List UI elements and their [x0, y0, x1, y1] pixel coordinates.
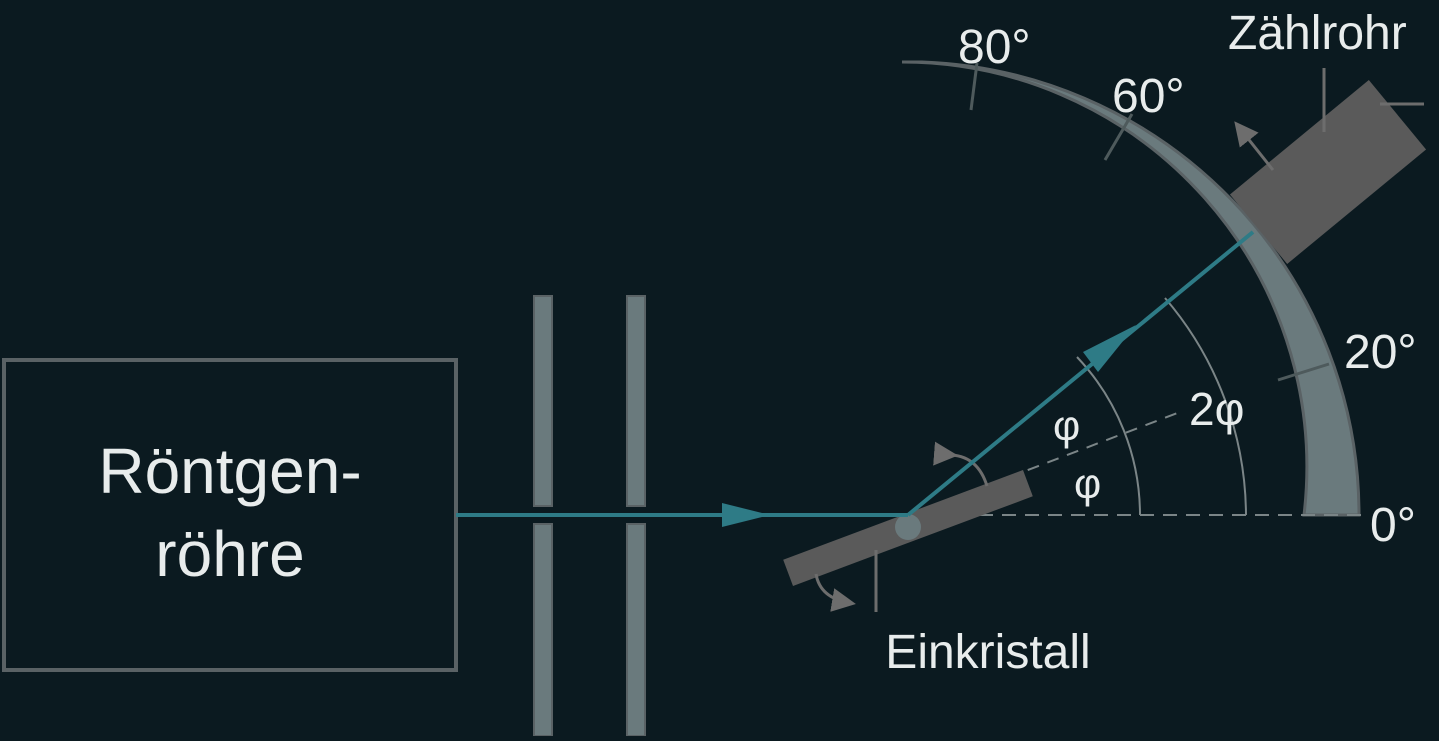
xray-tube-box [2, 358, 458, 672]
counter-label: Zählrohr [1228, 7, 1407, 60]
phi-upper-label: φ [1053, 402, 1080, 449]
scale-tick-0: 0° [1370, 499, 1416, 552]
xray-tube-label-line2: röhre [155, 518, 304, 590]
phi-lower-label: φ [1074, 460, 1101, 507]
angle-scale-arc [901, 60, 1361, 517]
counter-tube [1229, 80, 1427, 264]
incident-beam-arrowhead-icon [722, 503, 770, 527]
scale-tick-60: 60° [1112, 70, 1185, 123]
counter-rotation-arrow-icon [1234, 121, 1275, 171]
diffracted-beam [906, 230, 1255, 517]
angle-arcs [1076, 297, 1247, 516]
crystal-rotation-marker-icon [933, 441, 989, 487]
crystal-rotation-arrow-icon [814, 573, 856, 612]
scale-tick-20: 20° [1344, 326, 1417, 379]
scale-tick-80: 80° [958, 21, 1031, 74]
diffracted-beam-arrowhead-icon [1083, 325, 1136, 372]
crystal-center-point [895, 514, 921, 540]
collimator-slits [533, 295, 646, 737]
two-phi-label: 2φ [1189, 383, 1244, 435]
xray-tube-label-line1: Röntgen- [98, 435, 361, 507]
crystal-label: Einkristall [885, 626, 1090, 679]
scale-tick-lines [969, 62, 1330, 382]
